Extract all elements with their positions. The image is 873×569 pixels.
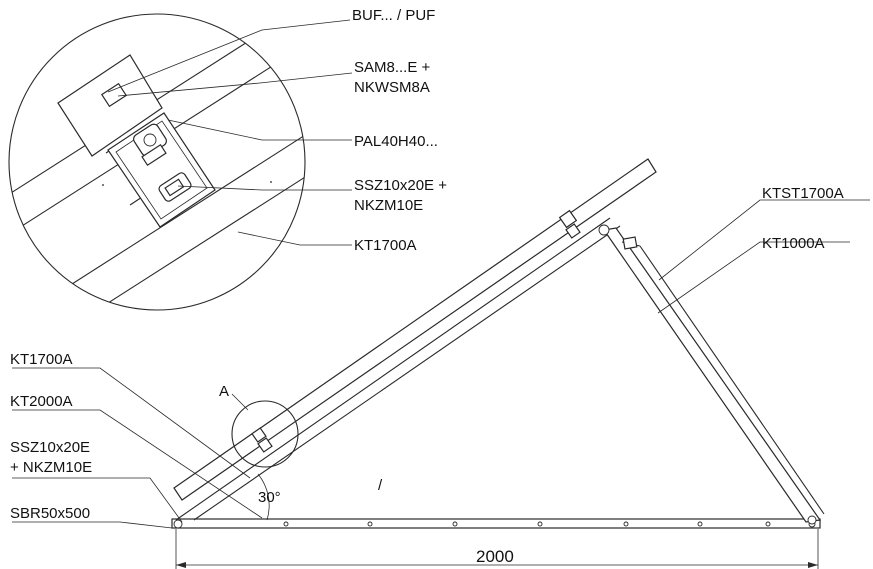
label-dimension-2000: 2000	[476, 547, 514, 566]
label-angle: 30°	[258, 489, 281, 506]
label-pal40h40: PAL40H40...	[354, 133, 438, 150]
base-rail	[171, 518, 821, 529]
label-kt1700: KT1700A	[10, 351, 73, 368]
label-buf-puf: BUF... / PUF	[352, 7, 435, 24]
label-kt1000: KT1000A	[762, 235, 825, 252]
label-ktst1700: KTST1700A	[762, 185, 844, 202]
rail-kt2000	[175, 217, 611, 521]
label-detail-a: A	[219, 383, 229, 400]
clamp-lower	[158, 172, 192, 202]
stray-mark: /	[378, 477, 383, 494]
panel-kt1700	[173, 158, 657, 501]
detail-view-a	[8, 13, 306, 311]
label-nkzm10e-detail: NKZM10E	[354, 197, 423, 214]
label-sbr50x500: SBR50x500	[10, 505, 90, 522]
label-kt2000: KT2000A	[10, 393, 73, 410]
label-kt1700-detail: KT1700A	[354, 237, 417, 254]
main-leaders	[12, 199, 870, 529]
label-sam8: SAM8...E +	[354, 59, 431, 76]
label-nkzm10e: + NKZM10E	[10, 459, 92, 476]
detail-marker-circle	[231, 400, 299, 468]
label-ssz-detail: SSZ10x20E +	[354, 177, 447, 194]
clamp-upper	[133, 123, 167, 167]
base-dimension	[175, 529, 819, 569]
leg-kt1000	[602, 227, 822, 523]
angle-arc	[257, 473, 270, 521]
label-nkwsm8a: NKWSM8A	[354, 79, 430, 96]
frame-assembly	[171, 158, 825, 529]
label-ssz10x20e: SSZ10x20E	[10, 439, 90, 456]
detail-leaders	[107, 19, 353, 246]
